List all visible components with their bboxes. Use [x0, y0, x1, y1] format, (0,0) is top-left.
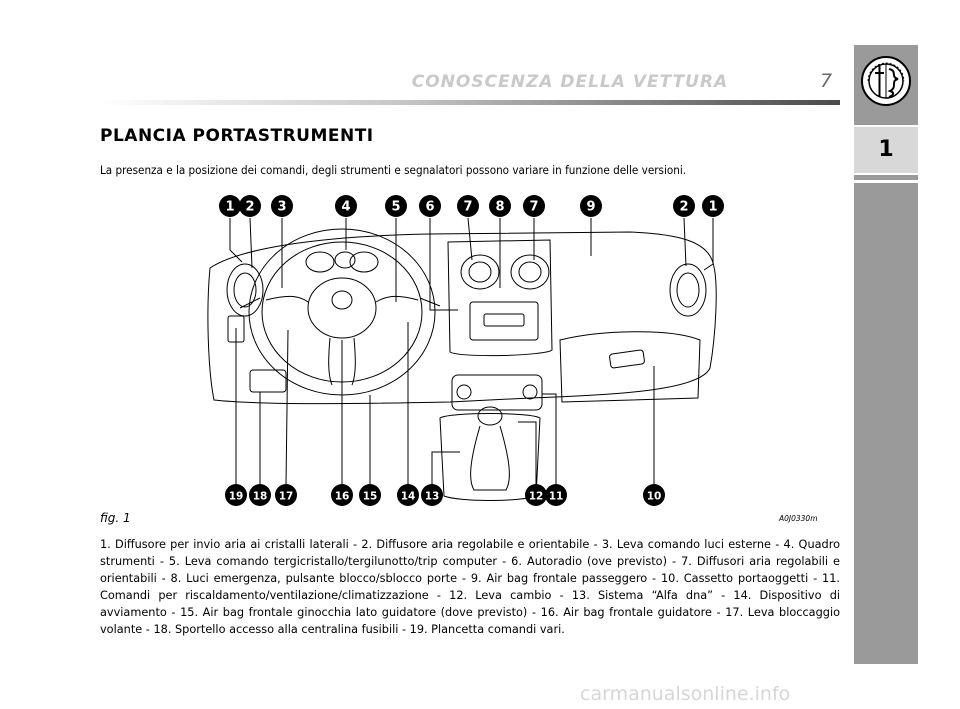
callout-number: 1 — [225, 200, 234, 215]
callout-bottom-3: 16 — [331, 484, 353, 506]
page-header: CONOSCENZA DELLA VETTURA 7 — [100, 70, 840, 110]
callout-number: 8 — [495, 200, 504, 215]
callout-number: 15 — [363, 491, 378, 503]
callout-number: 3 — [277, 200, 286, 215]
steering-hub — [307, 277, 377, 339]
callout-top-6: 7 — [457, 195, 479, 217]
dashboard-outline — [207, 231, 717, 405]
page-title: PLANCIA PORTASTRUMENTI — [100, 126, 374, 146]
callout-bottom-7: 12 — [525, 484, 547, 506]
callout-top-10: 2 — [673, 195, 695, 217]
callout-bottom-6: 13 — [421, 484, 443, 506]
callout-number: 19 — [229, 491, 244, 503]
callout-bottom-1: 18 — [249, 484, 271, 506]
callout-number: 12 — [529, 491, 544, 503]
callout-top-1: 2 — [239, 195, 261, 217]
callout-number: 6 — [425, 200, 434, 215]
callout-bottom-5: 14 — [397, 484, 419, 506]
callout-number: 7 — [463, 200, 472, 215]
left-side-vent — [226, 263, 264, 317]
callout-number: 11 — [549, 491, 564, 503]
header-rule — [100, 100, 840, 105]
callout-top-8: 7 — [523, 195, 545, 217]
callout-number: 9 — [586, 200, 595, 215]
callout-bottom-2: 17 — [275, 484, 297, 506]
callout-number: 14 — [401, 491, 416, 503]
callout-number: 2 — [245, 200, 254, 215]
callout-number: 18 — [253, 491, 268, 503]
callout-bottom-9: 10 — [643, 484, 665, 506]
right-side-vent — [669, 263, 707, 317]
callout-top-7: 8 — [489, 195, 511, 217]
callout-number: 13 — [425, 491, 440, 503]
intro-text: La presenza e la posizione dei comandi, … — [100, 163, 687, 177]
section-title: CONOSCENZA DELLA VETTURA — [411, 72, 729, 92]
callout-top-9: 9 — [580, 195, 602, 217]
callout-top-0: 1 — [219, 195, 241, 217]
callout-top-4: 5 — [385, 195, 407, 217]
callout-top-11: 1 — [702, 195, 724, 217]
callout-number: 10 — [647, 491, 662, 503]
callout-number: 1 — [708, 200, 717, 215]
alfa-romeo-badge-icon — [861, 56, 911, 106]
callout-number: 17 — [279, 491, 294, 503]
watermark: carmanualsonline.info — [580, 683, 791, 705]
page-number: 7 — [820, 70, 833, 92]
figure-caption: 1. Diffusore per invio aria ai cristalli… — [100, 538, 840, 636]
callout-number: 4 — [341, 200, 350, 215]
callout-number: 2 — [679, 200, 688, 215]
callout-top-2: 3 — [271, 195, 293, 217]
figure-code: A0J0330m — [779, 514, 818, 523]
glovebox — [559, 331, 701, 403]
chapter-tab[interactable]: 1 — [854, 125, 918, 175]
callout-bottom-0: 19 — [225, 484, 247, 506]
callout-number: 5 — [391, 200, 400, 215]
callout-number: 16 — [335, 491, 350, 503]
gear-tunnel — [439, 413, 541, 501]
callout-bottom-8: 11 — [545, 484, 567, 506]
callout-top-3: 4 — [335, 195, 357, 217]
figure-label: fig. 1 — [100, 511, 131, 525]
chapter-sidebar: 1 — [854, 45, 918, 664]
sidebar-divider — [854, 180, 918, 183]
callout-bottom-4: 15 — [359, 484, 381, 506]
centre-console — [447, 239, 553, 357]
callout-top-5: 6 — [419, 195, 441, 217]
callout-number: 7 — [529, 200, 538, 215]
